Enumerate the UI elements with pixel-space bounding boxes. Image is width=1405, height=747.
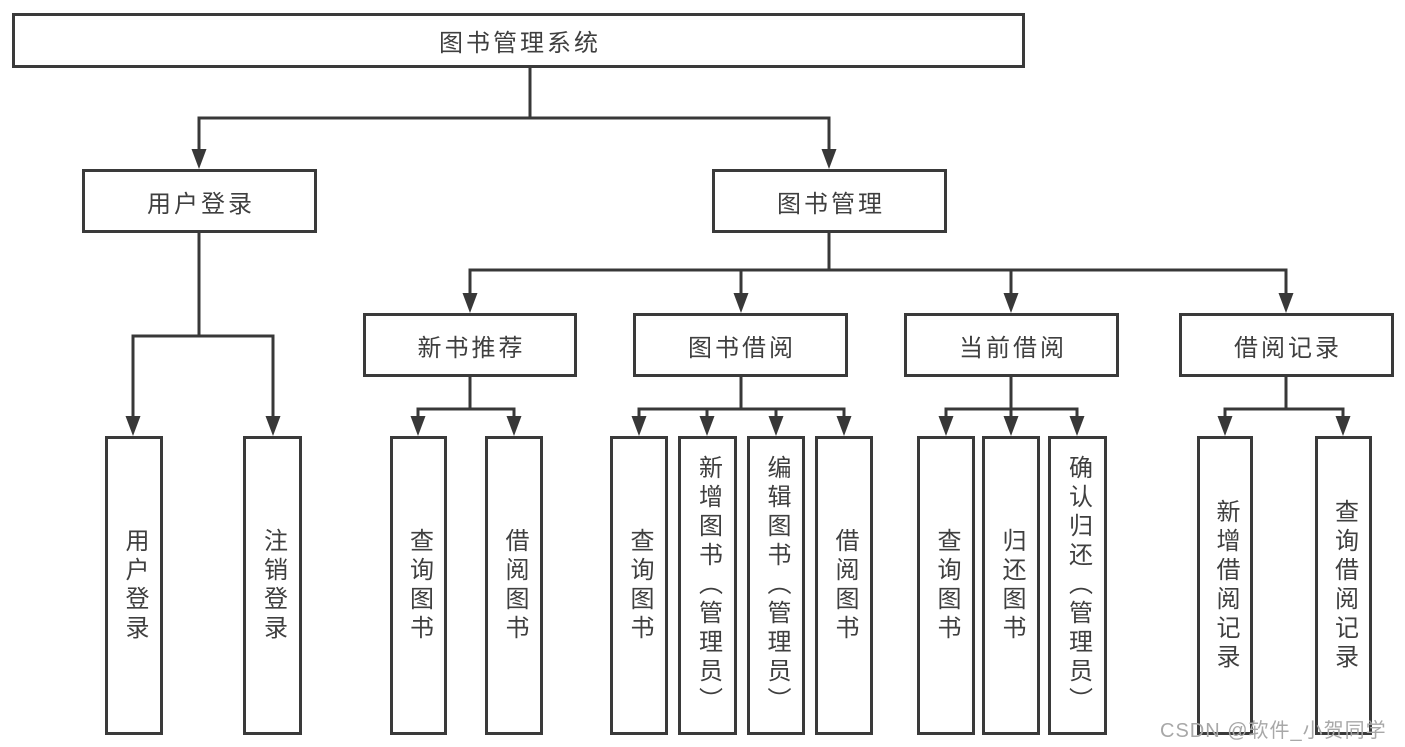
leaf-borrow-borrow-books-label: 借阅图书	[831, 527, 858, 644]
leaf-borrow-add-books-label: 新增图书（管理员）	[694, 455, 722, 716]
node-book-management: 图书管理	[712, 169, 947, 233]
csdn-watermark: CSDN @软件_小贺同学	[1160, 720, 1387, 742]
leaf-recommend-query-books: 查询图书	[390, 436, 447, 735]
leaf-borrow-borrow-books: 借阅图书	[815, 436, 873, 735]
leaf-user-login: 用户登录	[105, 436, 163, 735]
node-borrow-records: 借阅记录	[1179, 313, 1394, 377]
node-user-login: 用户登录	[82, 169, 317, 233]
leaf-current-return-books-label: 归还图书	[998, 527, 1025, 644]
node-current-borrow: 当前借阅	[904, 313, 1119, 377]
node-new-book-recommend: 新书推荐	[363, 313, 577, 377]
node-book-borrow: 图书借阅	[633, 313, 848, 377]
leaf-borrow-query-books-label: 查询图书	[626, 527, 653, 644]
leaf-current-query-books: 查询图书	[917, 436, 975, 735]
leaf-records-add-record-label: 新增借阅记录	[1212, 498, 1239, 673]
node-root: 图书管理系统	[12, 13, 1025, 68]
leaf-borrow-edit-books: 编辑图书（管理员）	[747, 436, 805, 735]
leaf-borrow-query-books: 查询图书	[610, 436, 668, 735]
leaf-recommend-borrow-books-label: 借阅图书	[501, 527, 528, 644]
leaf-logout-label: 注销登录	[259, 527, 287, 644]
leaf-logout: 注销登录	[243, 436, 302, 735]
leaf-recommend-borrow-books: 借阅图书	[485, 436, 543, 735]
leaf-recommend-query-books-label: 查询图书	[405, 527, 433, 644]
leaf-current-confirm-return-label: 确认归还（管理员）	[1064, 455, 1092, 716]
leaf-current-query-books-label: 查询图书	[933, 527, 960, 644]
leaf-borrow-edit-books-label: 编辑图书（管理员）	[763, 455, 790, 716]
leaf-records-query-record: 查询借阅记录	[1315, 436, 1372, 735]
leaf-current-return-books: 归还图书	[982, 436, 1040, 735]
leaf-current-confirm-return: 确认归还（管理员）	[1048, 436, 1107, 735]
leaf-records-add-record: 新增借阅记录	[1197, 436, 1253, 735]
leaf-user-login-label: 用户登录	[121, 527, 148, 644]
leaf-records-query-record-label: 查询借阅记录	[1330, 498, 1358, 673]
leaf-borrow-add-books: 新增图书（管理员）	[678, 436, 737, 735]
